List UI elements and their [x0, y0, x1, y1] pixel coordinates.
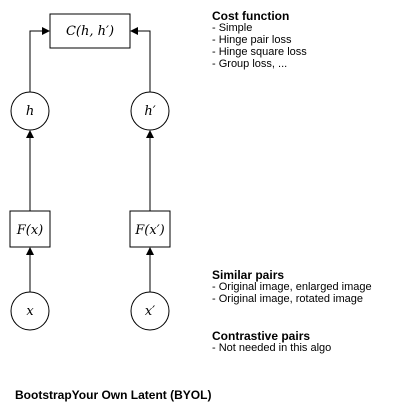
contrastive-pairs-notes: Contrastive pairs - Not needed in this a…	[212, 330, 331, 354]
cost-node	[49, 13, 131, 49]
cost-function-notes: Cost function - Simple - Hinge pair loss…	[212, 10, 307, 70]
cost-function-item: - Group loss, ...	[212, 58, 288, 70]
cost-node-label: C(h, h′)	[66, 24, 114, 39]
encoder-node-right-label: F(x′)	[134, 223, 164, 238]
output-node-h-prime-label: h′	[144, 104, 155, 119]
similar-pairs-item: - Original image, rotated image	[212, 293, 364, 305]
cost-function-item: - Hinge pair loss	[212, 34, 292, 46]
contrastive-pairs-heading: Contrastive pairs	[212, 329, 311, 343]
output-node-h-label: h	[26, 104, 34, 119]
arrow-h-prime-to-cost	[130, 27, 151, 92]
contrastive-pairs-item: - Not needed in this algo	[212, 342, 332, 354]
similar-pairs-heading: Similar pairs	[212, 268, 285, 282]
diagram-caption: BootstrapYour Own Latent (BYOL)	[15, 388, 212, 402]
input-node-x-prime-label: x′	[145, 304, 155, 319]
encoder-node-left-label: F(x)	[16, 223, 44, 238]
arrow-h-to-cost	[29, 27, 50, 92]
input-node-x-label: x	[26, 304, 34, 319]
cost-function-item: - Simple	[212, 22, 253, 34]
cost-function-item: - Hinge square loss	[212, 46, 307, 58]
cost-function-heading: Cost function	[212, 9, 290, 23]
similar-pairs-item: - Original image, enlarged image	[212, 281, 372, 293]
similar-pairs-notes: Similar pairs - Original image, enlarged…	[212, 269, 372, 305]
